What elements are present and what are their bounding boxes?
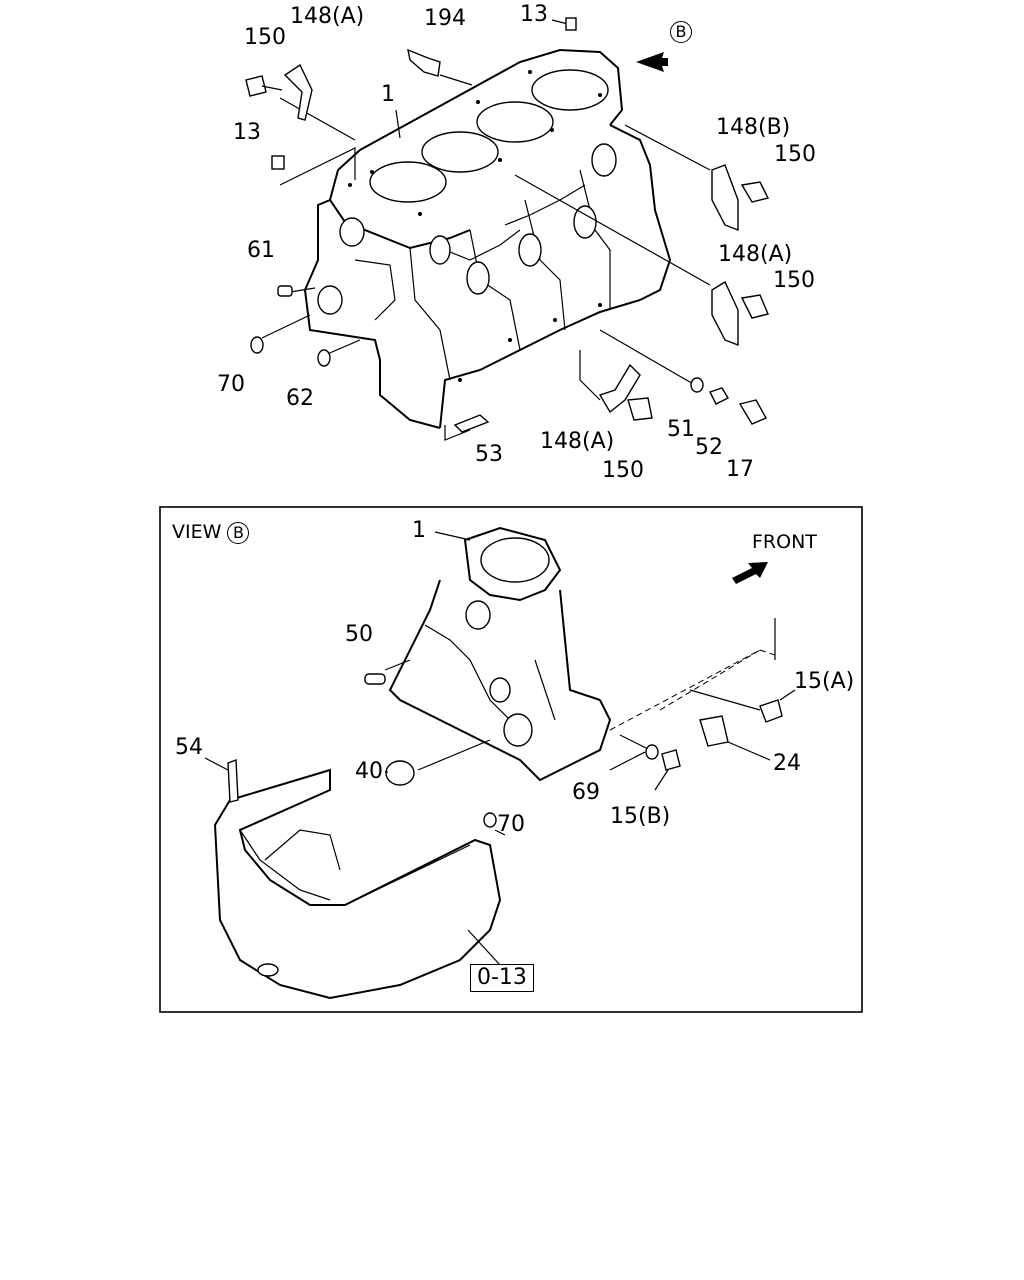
view-callout-54: 54 — [175, 735, 203, 760]
callout-148a-bottom: 148(A) — [540, 429, 615, 454]
callout-150-top: 150 — [244, 25, 286, 50]
view-callout-15a: 15(A) — [794, 669, 855, 694]
view-callout-70: 70 — [497, 812, 525, 837]
callout-62: 62 — [286, 386, 314, 411]
front-label: FRONT — [752, 531, 817, 553]
small-parts-top — [245, 17, 770, 433]
callout-148b: 148(B) — [716, 115, 791, 140]
callout-150-bottom: 150 — [602, 458, 644, 483]
cylinder-block-drawing — [261, 19, 711, 441]
callout-1: 1 — [381, 82, 395, 107]
callout-17: 17 — [726, 457, 754, 482]
callout-150-right-1: 150 — [774, 142, 816, 167]
view-callout-69: 69 — [572, 780, 600, 805]
callout-148a-top: 148(A) — [290, 4, 365, 29]
view-callout-24: 24 — [773, 751, 801, 776]
callout-148a-right: 148(A) — [718, 242, 793, 267]
view-b-drawing — [204, 526, 796, 1000]
callout-150-right-2: 150 — [773, 268, 815, 293]
view-callout-50: 50 — [345, 622, 373, 647]
view-callout-1: 1 — [412, 518, 426, 543]
callout-61: 61 — [247, 238, 275, 263]
callout-51: 51 — [667, 417, 695, 442]
view-callout-15b: 15(B) — [610, 804, 671, 829]
view-callout-40: 40 — [355, 759, 383, 784]
callout-70: 70 — [217, 372, 245, 397]
callout-194: 194 — [424, 6, 466, 31]
view-b-title-text: VIEW — [172, 521, 222, 543]
view-b-title: VIEW B — [172, 521, 250, 544]
callout-53: 53 — [475, 442, 503, 467]
view-b-marker: B — [670, 20, 692, 43]
view-b-title-marker: B — [227, 522, 250, 544]
callout-13-left: 13 — [233, 120, 261, 145]
callout-52: 52 — [695, 435, 723, 460]
reference-box-0-13: 0-13 — [470, 964, 534, 992]
view-b-frame — [159, 506, 863, 1013]
callout-13-top: 13 — [520, 2, 548, 27]
